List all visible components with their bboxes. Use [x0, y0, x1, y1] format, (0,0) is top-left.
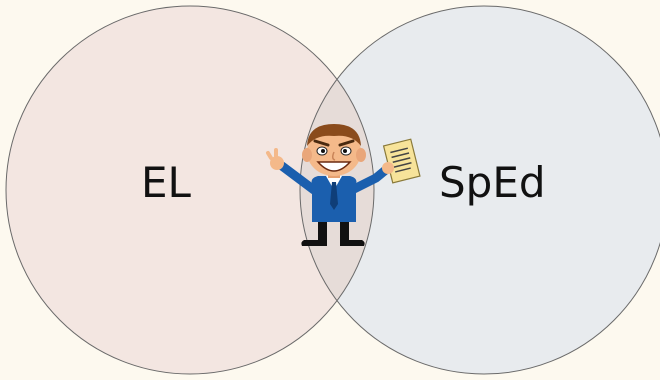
circle-sped — [300, 6, 660, 374]
set-label-sped: SpEd — [439, 158, 546, 207]
cartoon-person-holding-document-icon — [266, 124, 421, 246]
circle-el — [6, 6, 374, 374]
circle-el-outline — [5, 5, 375, 375]
set-label-el: EL — [141, 158, 191, 207]
circle-sped-outline — [299, 5, 660, 375]
